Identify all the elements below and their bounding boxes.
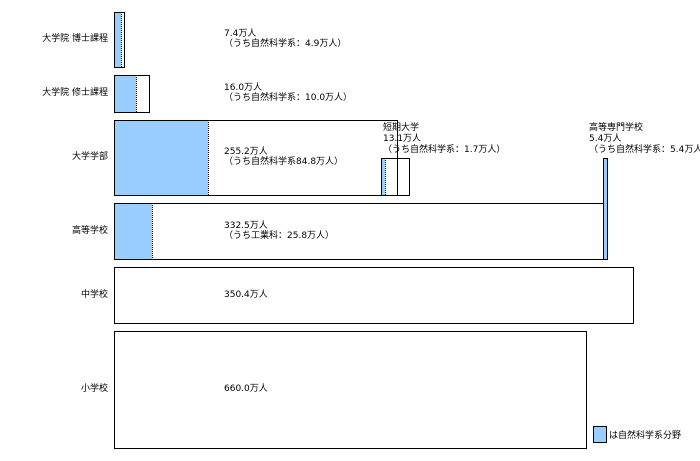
subset-label-masters: （うち自然科学系：10.0万人）: [224, 93, 353, 103]
legend-label: は自然科学系分野: [609, 431, 682, 441]
value-label-middle: 350.4万人: [224, 289, 268, 300]
row-label-university: 大学学部: [71, 152, 108, 162]
subset-label-high: （うち工業科：25.8万人）: [224, 230, 335, 241]
subset-fill-technical_college: [603, 158, 608, 260]
subset-fill-doctoral: [114, 12, 121, 68]
row-label-high: 高等学校: [71, 225, 108, 236]
value-label-university: 255.2万人: [224, 147, 268, 157]
side-label-technical_college: 高等専門学校: [589, 123, 644, 133]
value-label-high: 332.5万人: [224, 220, 268, 231]
side-value-junior_college: 13.1万人: [383, 134, 422, 144]
box-elementary: [114, 331, 587, 449]
side-subset-junior_college: （うち自然科学系：1.7万人）: [383, 145, 506, 155]
row-label-middle: 中学校: [80, 289, 108, 300]
box-doctoral: [114, 12, 125, 68]
box-middle: [114, 267, 634, 324]
subset-label-doctoral: （うち自然科学系：4.9万人）: [224, 39, 347, 49]
value-label-masters: 16.0万人: [224, 83, 263, 93]
side-label-junior_college: 短期大学: [383, 123, 420, 133]
subset-fill-high: [114, 203, 152, 260]
subset-fill-masters: [114, 75, 136, 113]
box-masters: [114, 75, 150, 113]
box-junior_college: [381, 158, 410, 196]
row-label-doctoral: 大学院 博士課程: [42, 34, 108, 44]
row-label-elementary: 小学校: [80, 384, 108, 394]
value-label-elementary: 660.0万人: [224, 384, 268, 394]
value-label-doctoral: 7.4万人: [224, 29, 257, 39]
box-technical_college: [603, 158, 608, 260]
row-label-masters: 大学院 修士課程: [42, 88, 108, 98]
subset-fill-junior_college: [381, 158, 385, 196]
legend-swatch: [593, 426, 607, 443]
subset-label-university: （うち自然科学系84.8万人）: [224, 157, 344, 167]
subset-fill-university: [114, 120, 208, 196]
box-high: [114, 203, 607, 260]
side-subset-technical_college: （うち自然科学系：5.4万人）: [589, 145, 700, 155]
side-value-technical_college: 5.4万人: [589, 134, 622, 144]
